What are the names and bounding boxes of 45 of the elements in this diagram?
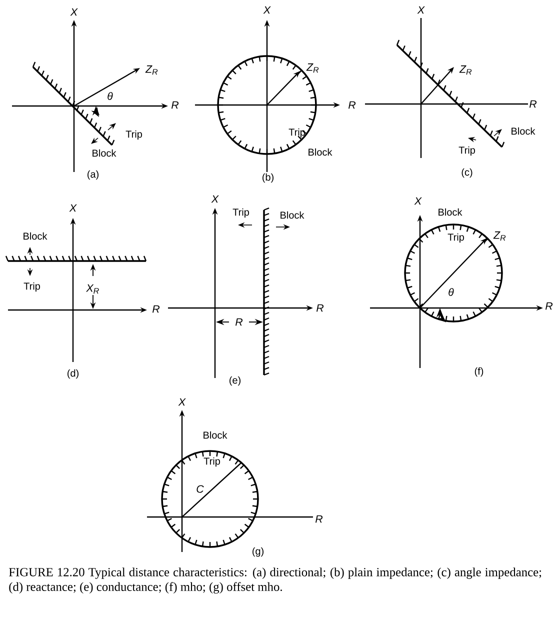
axis-label: X — [414, 197, 422, 205]
axis-label: Z$_{R}$ — [493, 231, 506, 241]
axis-label: X$_{R}$ — [86, 284, 99, 294]
region-label: Trip — [448, 233, 464, 243]
axis-label: X — [211, 195, 219, 203]
axis-label: X — [70, 8, 78, 16]
region-label: Block — [204, 431, 228, 439]
axis-label: R — [316, 304, 324, 312]
axis-label: X — [178, 398, 186, 406]
axis-label: θ — [108, 92, 113, 100]
region-label: (g) — [252, 547, 264, 557]
region-label: (f) — [474, 367, 484, 377]
region-label: (d) — [68, 369, 78, 379]
axis-label: X — [69, 204, 77, 212]
axis-label: Z$_{R}$ — [145, 65, 158, 75]
region-label: Trip — [232, 208, 249, 218]
axis-label: X — [263, 6, 271, 14]
region-label: (a) — [88, 170, 98, 180]
axis-label: R — [152, 305, 160, 313]
axis-label: R — [545, 302, 553, 310]
region-label: Trip — [288, 128, 305, 138]
axis-label: X — [417, 6, 425, 14]
axis-label: R — [315, 515, 323, 523]
region-label: Trip — [204, 457, 220, 467]
region-label: Block — [438, 208, 462, 216]
figure-caption: FIGURE 12.20 Typical distance characteristics: (a) directional; (b) plain impedance; (c) angle impedance; (d) reactance; (e) conductance; (f) mho; (g) offset mho. — [8, 568, 542, 594]
axis-label: R — [235, 318, 243, 326]
region-label: Trip — [458, 146, 475, 156]
region-label: (b) — [262, 173, 274, 183]
region-label: Block — [92, 149, 116, 157]
region-label: (e) — [230, 376, 240, 386]
region-label: Trip — [126, 130, 142, 140]
region-label: Block — [24, 232, 48, 240]
region-label: Trip — [24, 282, 40, 292]
axis-label: Z$_{R}$ — [459, 65, 472, 75]
axis-label: R — [171, 101, 179, 109]
region-label: Block — [512, 127, 536, 135]
region-label: (c) — [462, 168, 472, 178]
region-label: Block — [308, 148, 332, 156]
axis-label: R — [348, 101, 356, 109]
axis-label: θ — [448, 288, 454, 296]
axis-label: C — [196, 485, 204, 493]
region-label: Block — [280, 211, 304, 219]
axis-label: Z$_{R}$ — [306, 63, 319, 73]
axis-label: R — [529, 100, 537, 108]
